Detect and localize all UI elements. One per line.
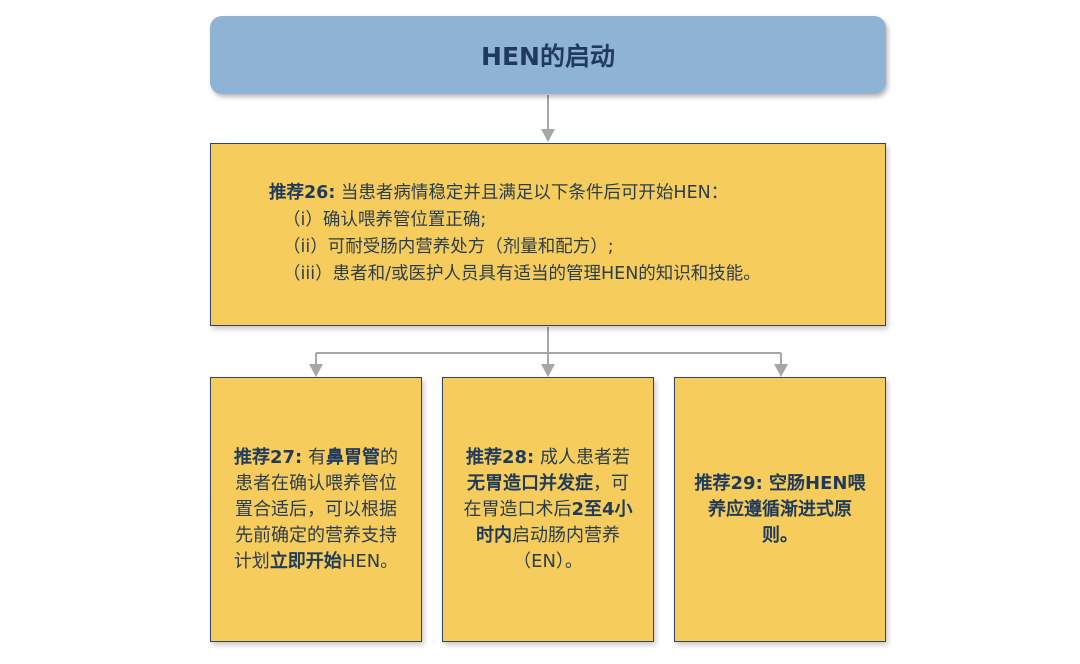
recommendation-28-text-2: ，可在胃造口术后 bbox=[463, 472, 629, 520]
recommendation-26-text: 当患者病情稳定并且满足以下条件后可开始HEN： bbox=[335, 183, 729, 203]
recommendation-28-emphasis-2: 2至4小时内 bbox=[476, 498, 633, 546]
recommendation-26-box: 推荐26: 当患者病情稳定并且满足以下条件后可开始HEN： （i）确认喂养管位置… bbox=[210, 143, 886, 326]
recommendation-29-label: 推荐29: bbox=[694, 472, 763, 494]
condition-3: （iii）患者和/或医护人员具有适当的管理HEN的知识和技能。 bbox=[283, 264, 761, 284]
recommendation-28-text-1: 成人患者若 bbox=[534, 446, 630, 468]
arrowhead-rec27 bbox=[309, 364, 323, 377]
recommendation-28-text: 推荐28: 成人患者若无胃造口并发症，可在胃造口术后2至4小时内启动肠内营养（E… bbox=[460, 445, 636, 575]
recommendation-29-box: 推荐29: 空肠HEN喂养应遵循渐进式原则。 bbox=[674, 377, 886, 642]
recommendation-27-text-2: 的患者在确认喂养管位置合适后，可以根据先前确定的营养支持计划 bbox=[233, 446, 398, 572]
recommendation-28-box: 推荐28: 成人患者若无胃造口并发症，可在胃造口术后2至4小时内启动肠内营养（E… bbox=[442, 377, 654, 642]
arrowhead-main bbox=[541, 129, 555, 142]
recommendation-28-text-3: 启动肠内营养（EN）。 bbox=[512, 524, 620, 572]
recommendation-27-label: 推荐27: bbox=[234, 446, 303, 468]
arrowhead-rec29 bbox=[774, 364, 788, 377]
recommendation-26-intro: 推荐26: 当患者病情稳定并且满足以下条件后可开始HEN： bbox=[269, 180, 885, 207]
condition-2: （ii）可耐受肠内营养处方（剂量和配方）; bbox=[283, 237, 614, 257]
diagram-title: HEN的启动 bbox=[481, 42, 615, 71]
recommendation-27-text-3: HEN。 bbox=[341, 550, 399, 572]
recommendation-28-label: 推荐28: bbox=[466, 446, 535, 468]
recommendation-27-box: 推荐27: 有鼻胃管的患者在确认喂养管位置合适后，可以根据先前确定的营养支持计划… bbox=[210, 377, 422, 642]
recommendation-27-emphasis-1: 鼻胃管 bbox=[325, 446, 380, 468]
arrowhead-rec28 bbox=[541, 364, 555, 377]
recommendation-26-label: 推荐26: bbox=[269, 183, 336, 203]
recommendation-29-emphasis: 空肠HEN喂养应遵循渐进式原则。 bbox=[708, 472, 866, 546]
condition-1: （i）确认喂养管位置正确; bbox=[283, 210, 487, 230]
recommendation-27-text-1: 有 bbox=[302, 446, 326, 468]
recommendation-27-text: 推荐27: 有鼻胃管的患者在确认喂养管位置合适后，可以根据先前确定的营养支持计划… bbox=[228, 445, 404, 575]
recommendation-29-text: 推荐29: 空肠HEN喂养应遵循渐进式原则。 bbox=[692, 471, 868, 549]
title-box: HEN的启动 bbox=[210, 16, 886, 94]
recommendation-28-emphasis-1: 无胃造口并发症 bbox=[467, 472, 593, 494]
recommendation-27-emphasis-2: 立即开始 bbox=[269, 550, 342, 572]
